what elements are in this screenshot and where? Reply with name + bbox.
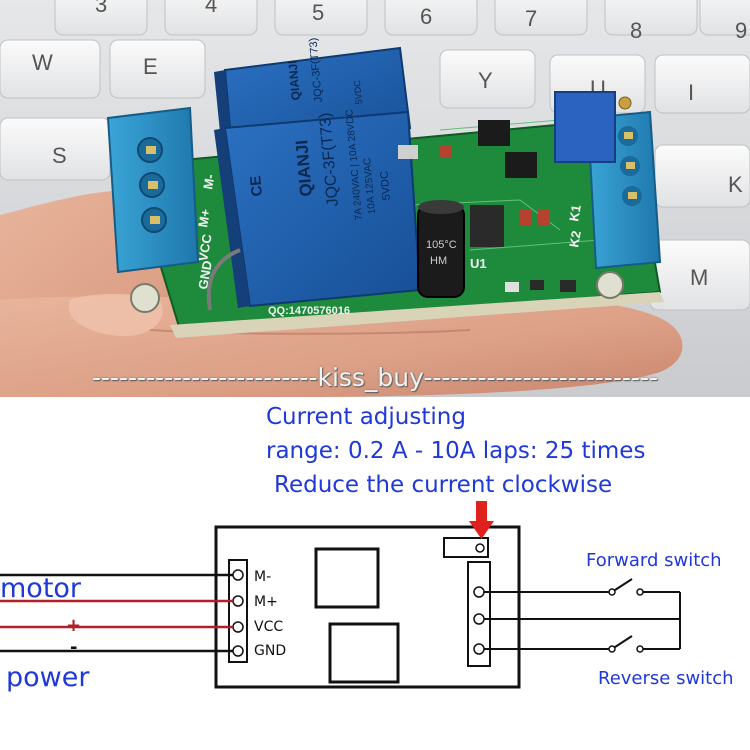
pin-label-m-minus: M- xyxy=(254,569,272,585)
keyboard-keys xyxy=(0,0,750,311)
svg-text:QIANJI: QIANJI xyxy=(292,139,316,197)
svg-text:5: 5 xyxy=(312,0,324,25)
pin-label-vcc: VCC xyxy=(254,619,284,635)
left-wires xyxy=(0,573,233,653)
caption-current-adjusting: Current adjusting xyxy=(266,404,466,430)
pcb-silkscreen: M- M+ VCC GND K2 K1 U1 QQ:1470576016 xyxy=(195,173,584,317)
caption-clockwise: Reduce the current clockwise xyxy=(274,472,613,498)
left-terminal-symbol xyxy=(228,559,248,663)
watermark: -------------------------kiss_buy-------… xyxy=(91,363,659,392)
svg-text:3: 3 xyxy=(95,0,107,17)
plus-sign: + xyxy=(66,615,82,636)
svg-text:HM: HM xyxy=(430,255,447,267)
wiring-schematic xyxy=(0,501,681,689)
left-terminal-block xyxy=(106,106,200,274)
svg-text:E: E xyxy=(143,54,158,79)
svg-text:QIANJI: QIANJI xyxy=(286,60,303,101)
power-label: power xyxy=(6,662,90,693)
relay-symbol-2 xyxy=(328,622,400,684)
svg-text:8: 8 xyxy=(630,18,642,43)
svg-text:105°C: 105°C xyxy=(426,239,457,251)
pin-label-gnd: GND xyxy=(254,643,287,659)
svg-text:6: 6 xyxy=(420,4,432,29)
wire-lead xyxy=(206,248,241,311)
svg-text:VCC: VCC xyxy=(195,232,215,262)
relay-symbol-1 xyxy=(314,547,380,609)
potentiometer xyxy=(554,91,632,163)
svg-text:Y: Y xyxy=(478,68,493,93)
svg-text:K2: K2 xyxy=(566,230,584,249)
wiring-diagram: Current adjusting range: 0.2 A - 10A lap… xyxy=(0,397,750,750)
relay-module-photo: 3 4 5 6 7 8 9 W E Y U I S K M xyxy=(0,0,750,397)
svg-text:7: 7 xyxy=(525,6,537,31)
right-terminal-symbol xyxy=(467,561,491,667)
motor-label: motor xyxy=(0,573,82,604)
svg-text:M-: M- xyxy=(200,173,217,191)
relay-front xyxy=(214,110,422,308)
svg-text:CE: CE xyxy=(247,175,266,197)
product-photo: 3 4 5 6 7 8 9 W E Y U I S K M xyxy=(0,0,750,397)
svg-text:5VDC: 5VDC xyxy=(378,170,393,200)
svg-text:K: K xyxy=(728,172,743,197)
potentiometer-symbol xyxy=(443,537,489,558)
svg-text:S: S xyxy=(52,143,67,168)
svg-text:W: W xyxy=(32,50,53,75)
svg-text:4: 4 xyxy=(205,0,217,17)
svg-text:M+: M+ xyxy=(195,207,213,228)
smd-components xyxy=(398,120,576,292)
reverse-switch-label: Reverse switch xyxy=(598,668,734,689)
svg-text:K1: K1 xyxy=(566,204,584,223)
svg-text:I: I xyxy=(688,80,694,105)
adjust-arrow xyxy=(469,501,494,539)
svg-text:10A 125VAC: 10A 125VAC xyxy=(362,157,378,214)
svg-text:QQ:1470576016: QQ:1470576016 xyxy=(268,305,350,317)
svg-text:9: 9 xyxy=(735,18,747,43)
svg-text:M: M xyxy=(690,265,708,290)
caption-range: range: 0.2 A - 10A laps: 25 times xyxy=(266,438,646,464)
pin-label-m-plus: M+ xyxy=(254,594,278,610)
svg-text:JQC-3F(T73): JQC-3F(T73) xyxy=(307,37,325,103)
minus-sign: - xyxy=(70,637,78,658)
svg-text:U1: U1 xyxy=(470,256,487,271)
right-wires xyxy=(484,578,681,653)
forward-switch-label: Forward switch xyxy=(586,550,722,571)
electrolytic-capacitor: 105°C HM xyxy=(417,200,465,298)
svg-text:5VDC: 5VDC xyxy=(352,79,364,104)
keyboard-legends: 3 4 5 6 7 8 9 W E Y U I S K M xyxy=(32,0,747,290)
